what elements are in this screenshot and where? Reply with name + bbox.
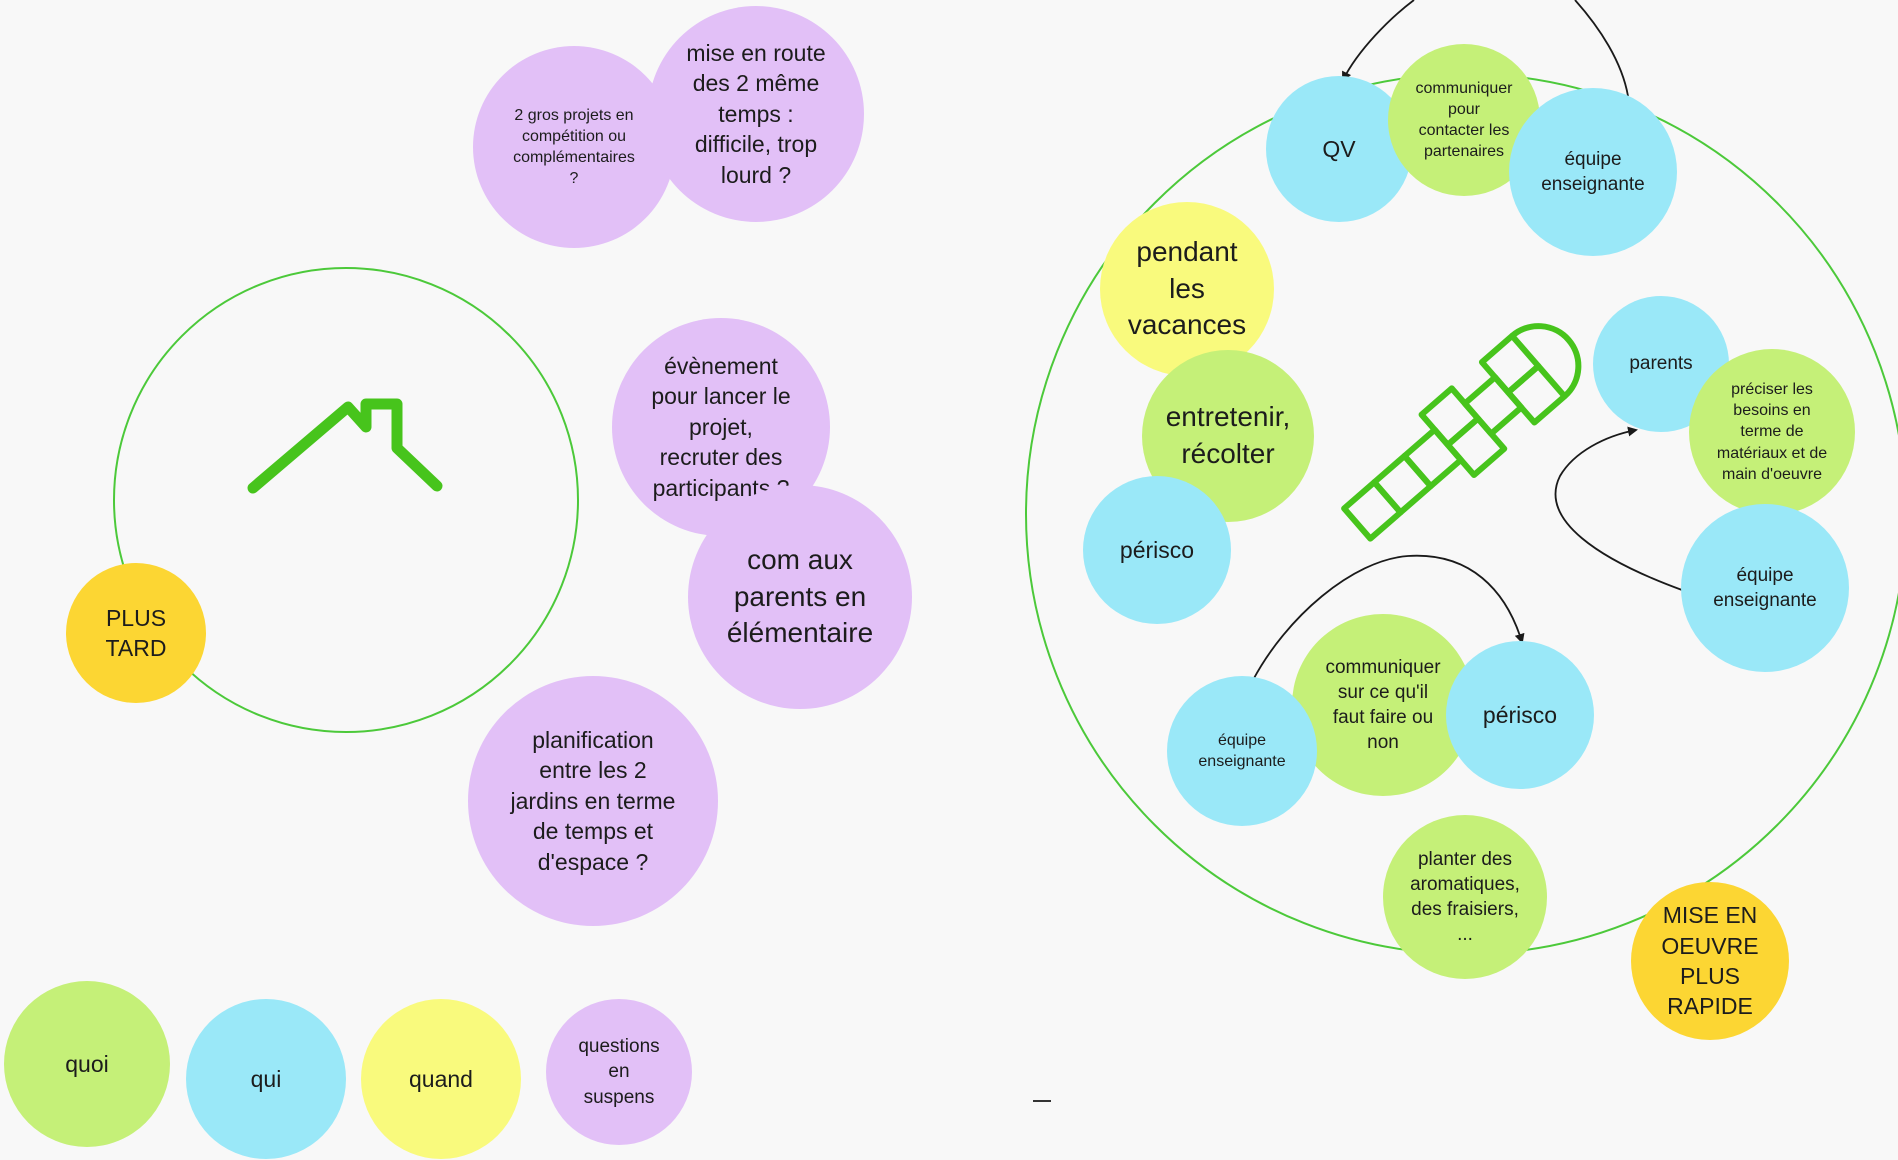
legend-qui-bubble[interactable]: qui — [186, 999, 346, 1159]
equipe-enseignante-right-bubble[interactable]: équipe enseignante — [1681, 504, 1849, 672]
legend-quoi-bubble[interactable]: quoi — [4, 981, 170, 1147]
left-group-outline — [113, 267, 579, 733]
gros-projets-bubble[interactable]: 2 gros projets en compétition ou complém… — [473, 46, 675, 248]
house-roof-icon — [247, 398, 443, 494]
preciser-besoins-bubble[interactable]: préciser les besoins en terme de matéria… — [1689, 349, 1855, 515]
equipe-enseignante-bottom-bubble[interactable]: équipe enseignante — [1167, 676, 1317, 826]
pendant-vacances-bubble[interactable]: pendant les vacances — [1100, 202, 1274, 376]
mise-en-oeuvre-bubble[interactable]: MISE EN OEUVRE PLUS RAPIDE — [1631, 882, 1789, 1040]
arrow-equipe-to-parents — [1554, 426, 1683, 591]
perisco-bottom-bubble[interactable]: périsco — [1446, 641, 1594, 789]
arrow-to-qv — [1342, 0, 1415, 82]
com-parents-bubble[interactable]: com aux parents en élémentaire — [688, 485, 912, 709]
perisco-left-bubble[interactable]: périsco — [1083, 476, 1231, 624]
communiquer-faire-bubble[interactable]: communiquer sur ce qu'il faut faire ou n… — [1292, 614, 1474, 796]
planter-bubble[interactable]: planter des aromatiques, des fraisiers, … — [1383, 815, 1547, 979]
legend-quand-bubble[interactable]: quand — [361, 999, 521, 1159]
plus-tard-bubble[interactable]: PLUS TARD — [66, 563, 206, 703]
equipe-enseignante-top-bubble[interactable]: équipe enseignante — [1509, 88, 1677, 256]
legend-questions-bubble[interactable]: questions en suspens — [546, 999, 692, 1145]
hopscotch-icon — [1341, 323, 1582, 542]
mise-en-route-bubble[interactable]: mise en route des 2 même temps : diffici… — [648, 6, 864, 222]
arrow-equipe-to-perisco — [1252, 554, 1525, 681]
qv-bubble[interactable]: QV — [1266, 76, 1412, 222]
planification-bubble[interactable]: planification entre les 2 jardins en ter… — [468, 676, 718, 926]
line-from-equipe-top — [1574, 0, 1629, 97]
